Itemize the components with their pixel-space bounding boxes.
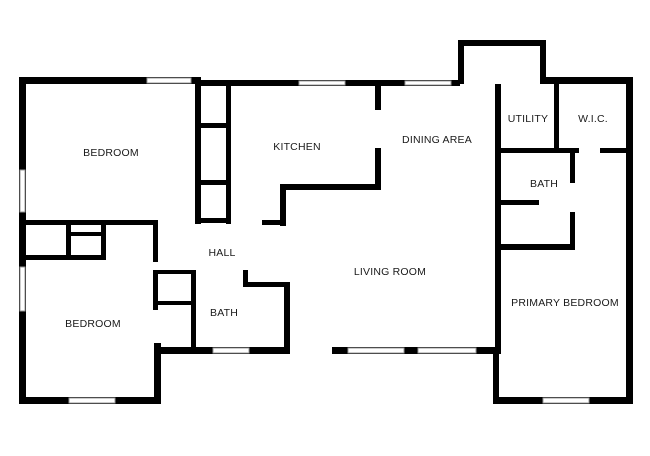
wall: [600, 148, 632, 153]
wall: [66, 225, 71, 255]
window: [298, 80, 346, 86]
wall: [262, 220, 286, 225]
wall: [26, 255, 106, 260]
room-label-bath-right: BATH: [530, 178, 558, 190]
wall: [243, 282, 290, 287]
wall: [154, 343, 161, 404]
wall: [19, 77, 201, 84]
room-label-bedroom-bottom: BEDROOM: [65, 318, 121, 330]
room-label-kitchen: KITCHEN: [273, 141, 321, 153]
wall: [153, 222, 158, 262]
wall: [284, 282, 290, 354]
window: [542, 397, 590, 404]
wall: [19, 77, 26, 404]
wall: [458, 40, 464, 84]
wall: [495, 200, 539, 205]
wall: [158, 270, 194, 274]
room-label-bedroom-top: BEDROOM: [83, 147, 139, 159]
wall: [540, 77, 632, 84]
window: [19, 169, 26, 213]
wall: [226, 84, 231, 224]
room-label-wic: W.I.C.: [578, 113, 608, 125]
interior-walls: [26, 84, 632, 354]
wall: [540, 40, 546, 84]
wall: [375, 148, 381, 190]
wall: [493, 347, 499, 404]
wall: [101, 225, 106, 260]
wall: [66, 232, 104, 236]
room-label-utility: UTILITY: [508, 113, 549, 125]
wall: [158, 301, 195, 305]
wall: [191, 270, 196, 350]
wall: [570, 148, 575, 183]
wall: [458, 40, 546, 46]
wall: [280, 184, 286, 226]
window: [68, 397, 116, 404]
room-labels: BEDROOM KITCHEN DINING AREA UTILITY W.I.…: [65, 113, 619, 330]
wall: [153, 270, 158, 310]
window: [146, 77, 192, 84]
room-label-primary-bedroom: PRIMARY BEDROOM: [511, 297, 619, 309]
room-label-dining-area: DINING AREA: [402, 134, 472, 146]
room-label-living-room: LIVING ROOM: [354, 266, 426, 278]
room-label-hall: HALL: [208, 247, 235, 259]
room-label-bath-bottom: BATH: [210, 307, 238, 319]
wall: [195, 218, 231, 223]
window: [19, 266, 26, 312]
wall: [554, 84, 559, 152]
wall: [195, 84, 201, 224]
window: [404, 80, 452, 86]
wall: [375, 84, 381, 110]
wall: [570, 212, 575, 250]
wall: [195, 123, 230, 128]
window: [212, 347, 250, 354]
wall: [495, 84, 501, 354]
windows: [19, 77, 590, 404]
wall: [534, 244, 541, 250]
wall: [280, 184, 378, 190]
wall: [195, 180, 230, 185]
wall: [332, 347, 498, 354]
wall: [495, 148, 579, 153]
wall: [626, 77, 633, 404]
window: [347, 347, 405, 354]
wall: [243, 270, 248, 286]
wall: [26, 220, 158, 225]
window: [417, 347, 477, 354]
